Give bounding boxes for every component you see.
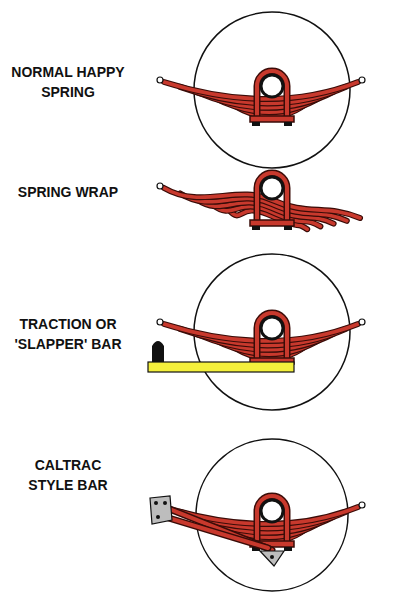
spring-eye [157, 77, 163, 83]
traction-bar [148, 362, 294, 372]
spring-plate [250, 116, 294, 122]
axle-tube [261, 317, 283, 339]
front-bracket [150, 496, 172, 524]
u-bolt [257, 71, 287, 116]
spring-eye [157, 319, 163, 325]
axle-tube [261, 75, 283, 97]
caltrac-bar [162, 506, 272, 550]
u-bolt [257, 173, 287, 220]
spring-caption: TRACTION OR 'SLAPPER' BAR [4, 314, 132, 354]
u-bolt [257, 313, 287, 358]
u-bolt [257, 496, 287, 541]
snubber [152, 341, 164, 362]
u-bolt [257, 313, 287, 358]
u-bolt-nut [284, 122, 292, 126]
u-bolt-nut [252, 226, 260, 230]
axle-bracket [260, 551, 284, 566]
spring-caption: CALTRAC STYLE BAR [18, 455, 118, 495]
spring-eye [359, 77, 365, 83]
bracket-bolt [156, 515, 160, 519]
bracket-bolt [154, 501, 158, 505]
caltrac-bar [162, 506, 272, 550]
u-bolt [257, 173, 287, 220]
caltrac-bar [162, 516, 268, 548]
spring-caption: SPRING WRAP [4, 182, 132, 202]
spring-eye [359, 502, 365, 508]
spring-eye [359, 319, 365, 325]
u-bolt-nut [284, 226, 292, 230]
u-bolt-nut [284, 547, 292, 551]
spring-caption: NORMAL HAPPY SPRING [4, 62, 132, 102]
spring-plate [250, 220, 294, 226]
u-bolt-nut [252, 122, 260, 126]
bracket-bolt [163, 501, 167, 505]
spring-eye [157, 183, 163, 189]
caltrac-bar [162, 516, 268, 548]
axle-tube [261, 500, 283, 522]
u-bolt [257, 496, 287, 541]
u-bolt [257, 71, 287, 116]
bracket-bolt [270, 555, 274, 559]
axle-tube [261, 177, 283, 199]
